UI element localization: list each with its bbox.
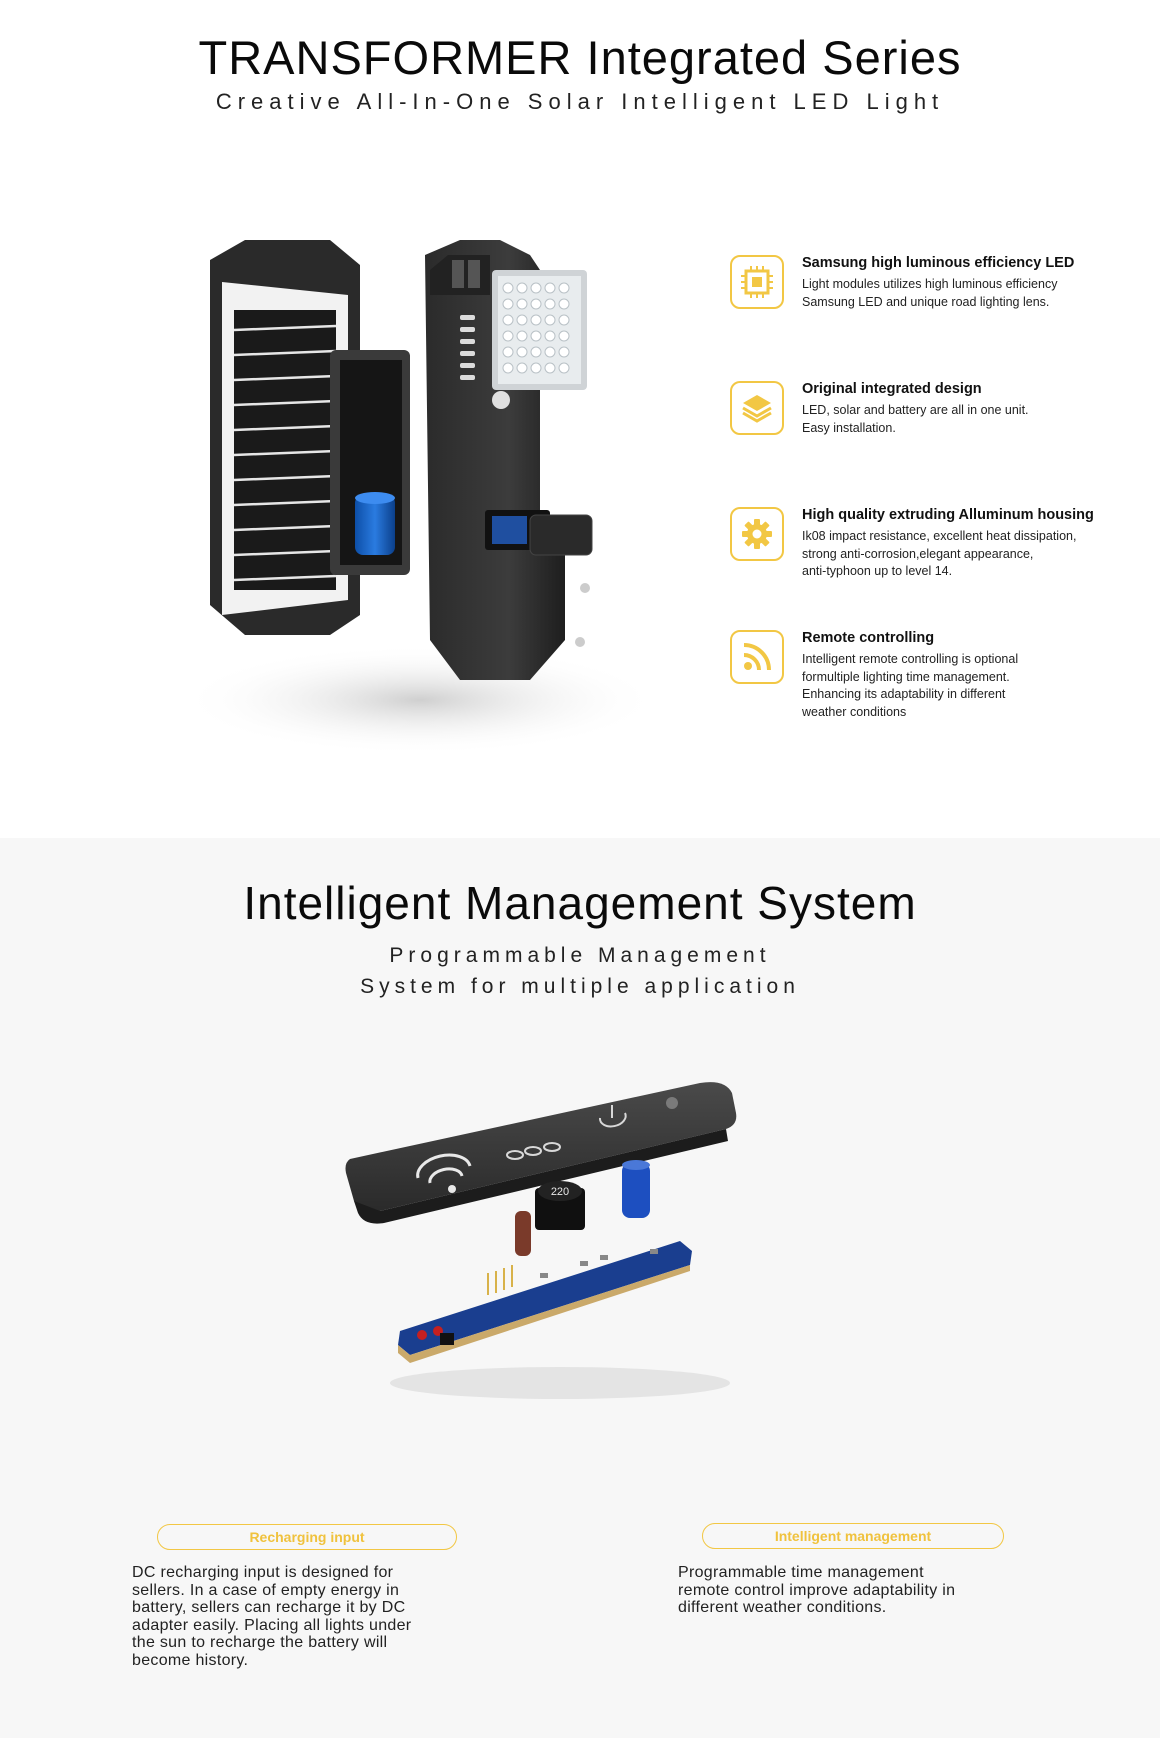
feature-description: Ik08 impact resistance, excellent heat d… (802, 529, 1077, 578)
intelligent-management-label: Intelligent management (702, 1523, 1004, 1549)
feature-housing: High quality extruding Alluminum housing… (730, 507, 1150, 587)
feature-remote: Remote controlling Intelligent remote co… (730, 630, 1150, 720)
layers-icon (730, 381, 784, 435)
page-subtitle: Creative All-In-One Solar Intelligent LE… (215, 89, 945, 114)
feature-description: LED, solar and battery are all in one un… (802, 403, 1029, 435)
page-title: TRANSFORMER Integrated Series (198, 31, 962, 84)
feature-led: Samsung high luminous efficiency LED Lig… (730, 255, 1150, 325)
solar-light-product-image (190, 240, 660, 755)
rss-icon (730, 630, 784, 684)
product-overview-section: TRANSFORMER Integrated Series Creative A… (0, 0, 1160, 838)
chip-icon (730, 255, 784, 309)
feature-description: Light modules utilizes high luminous eff… (802, 277, 1058, 309)
feature-title: High quality extruding Alluminum housing (802, 507, 1094, 523)
feature-title: Samsung high luminous efficiency LED (802, 255, 1075, 271)
gear-icon (730, 507, 784, 561)
management-system-section: Intelligent Management System Programmab… (0, 838, 1160, 1738)
section-title: Intelligent Management System (243, 877, 917, 929)
feature-design: Original integrated design LED, solar an… (730, 381, 1150, 451)
recharging-input-label: Recharging input (157, 1524, 457, 1550)
feature-title: Original integrated design (802, 381, 982, 397)
section-subtitle: Programmable Management System for multi… (360, 944, 800, 998)
feature-description: Intelligent remote controlling is option… (802, 652, 1019, 719)
inductor-label: 220 (551, 1186, 569, 1198)
feature-title: Remote controlling (802, 630, 935, 646)
controller-board-image: 220 (345, 1082, 737, 1399)
